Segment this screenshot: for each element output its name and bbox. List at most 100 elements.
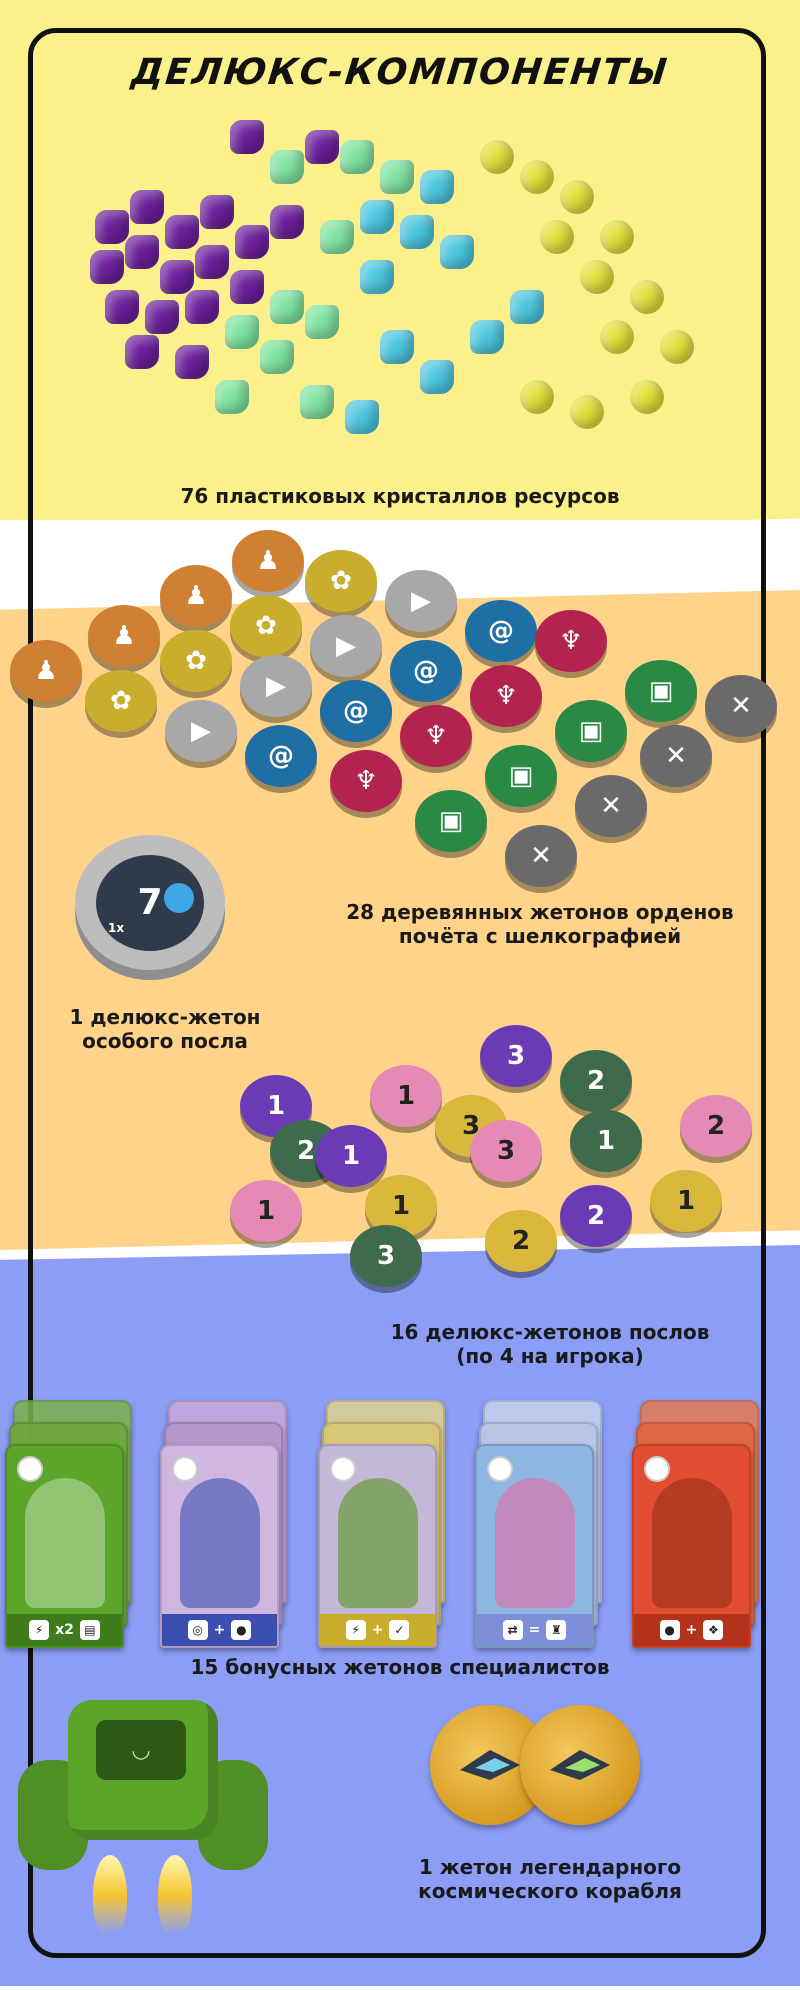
robot-illustration: ◡ (18, 1690, 268, 1990)
order-tokens-caption: 28 деревянных жетонов орденов почёта с ш… (330, 900, 750, 948)
specialist-card: ⚡ x2 ▤ (5, 1444, 124, 1648)
legendary-ship-token (520, 1705, 640, 1825)
green-crystal (300, 385, 334, 419)
spaceship-icon (460, 1750, 520, 1780)
special-ambassador-caption-line1: 1 делюкс-жетон (69, 1005, 261, 1029)
ambassador-token-green: 1 (570, 1110, 642, 1172)
planet-icon: ◎ (187, 1620, 208, 1640)
green-crystal (270, 290, 304, 324)
lightning-icon: ⚡ (29, 1620, 50, 1640)
order-token-orange: ♟ (10, 640, 82, 702)
specialist-card-bar: ◎ + ● (162, 1614, 277, 1646)
specialist-card-bar-text: + (685, 1622, 698, 1638)
legendary-ship-caption-line2: космического корабля (418, 1879, 682, 1903)
specialist-avatar (330, 1456, 356, 1482)
order-tokens-caption-line1: 28 деревянных жетонов орденов (346, 900, 734, 924)
blue-crystal-icon (164, 882, 194, 913)
specialist-card: ● + ❖ (632, 1444, 751, 1648)
ambassador-tokens-caption: 16 делюкс-жетонов послов (по 4 на игрока… (360, 1320, 740, 1368)
blue-crystal (345, 400, 379, 434)
order-token-red: ♆ (400, 705, 472, 767)
ambassador-token-pink: 1 (230, 1180, 302, 1242)
specialist-card-bar: ⇄ = ♜ (477, 1614, 592, 1646)
specialist-card-bar-text: + (371, 1622, 384, 1638)
yellow-crystal (520, 380, 554, 414)
order-token-red: ♆ (535, 610, 607, 672)
purple-crystal (165, 215, 199, 249)
purple-crystal (195, 245, 229, 279)
ambassador-token-purple: 3 (480, 1025, 552, 1087)
outer-frame (28, 28, 766, 1958)
specialist-card-bar: ⚡ x2 ▤ (7, 1614, 122, 1646)
blue-crystal (360, 260, 394, 294)
yellow-crystal (560, 180, 594, 214)
ambassador-token-pink: 2 (680, 1095, 752, 1157)
specialist-alien-art (495, 1478, 575, 1608)
order-token-darkgray: ✕ (575, 775, 647, 837)
order-token-darkgray: ✕ (640, 725, 712, 787)
blue-crystal (380, 330, 414, 364)
yellow-crystal (630, 380, 664, 414)
check-icon: ✓ (389, 1620, 410, 1640)
ambassador-token-yellow: 1 (650, 1170, 722, 1232)
purple-crystal (230, 120, 264, 154)
purple-crystal (125, 235, 159, 269)
yellow-crystal (580, 260, 614, 294)
purple-crystal (145, 300, 179, 334)
special-ambassador-token-face: 1x 7 (96, 854, 204, 951)
jet-flame (158, 1855, 192, 1935)
green-crystal (340, 140, 374, 174)
blue-crystal (440, 235, 474, 269)
ambassador-tokens-image: 3 2 1 1 3 2 1 2 1 3 1 1 1 2 2 3 (230, 1025, 752, 1287)
specialist-robot-art (25, 1478, 105, 1608)
ambassador-token-purple: 2 (560, 1185, 632, 1247)
ambassador-token-green: 3 (350, 1225, 422, 1287)
card-icon: ▤ (79, 1620, 100, 1640)
green-crystal (305, 305, 339, 339)
order-tokens-image: ♟ ♟ ♟ ♟ ✿ ✿ ✿ ✿ ▶ ▶ ▶ ▶ @ @ @ @ ♆ ♆ ♆ ♆ … (0, 0, 800, 900)
order-token-gray: ▶ (385, 570, 457, 632)
lightning-icon: ⚡ (345, 1620, 366, 1640)
order-token-blue: @ (465, 600, 537, 662)
ambassador-token-purple: 1 (315, 1125, 387, 1187)
specialist-card: ⇄ = ♜ (475, 1444, 594, 1648)
specialist-card-stack-purple: ◎ + ● (160, 1400, 287, 1648)
ambassador-tokens-caption-line1: 16 делюкс-жетонов послов (390, 1320, 710, 1344)
order-token-blue: @ (320, 680, 392, 742)
specialist-alien-art (180, 1478, 260, 1608)
purple-crystal (200, 195, 234, 229)
ambassador-token-pink: 1 (370, 1065, 442, 1127)
resource-icon: ● (659, 1620, 680, 1640)
order-token-green: ▣ (485, 745, 557, 807)
blue-crystal (400, 215, 434, 249)
specialist-card-stack-yellow: ⚡ + ✓ (318, 1400, 445, 1648)
yellow-section-background (0, 0, 800, 540)
specialist-card: ⚡ + ✓ (318, 1444, 437, 1648)
yellow-crystal (630, 280, 664, 314)
yellow-crystal (480, 140, 514, 174)
specialist-card-stack-blue: ⇄ = ♜ (475, 1400, 602, 1648)
order-token-green: ▣ (555, 700, 627, 762)
specialist-frog-art (338, 1478, 418, 1608)
green-crystal (320, 220, 354, 254)
order-token-gray: ▶ (165, 700, 237, 762)
order-tokens-caption-line2: почёта с шелкографией (398, 924, 682, 948)
specialist-card-bar: ● + ❖ (634, 1614, 749, 1646)
ambassador-token-pink: 3 (470, 1120, 542, 1182)
green-crystal (380, 160, 414, 194)
specialist-tokens-caption: 15 бонусных жетонов специалистов (0, 1655, 800, 1679)
order-token-gold: ✿ (230, 595, 302, 657)
purple-crystal (130, 190, 164, 224)
blue-crystal (420, 170, 454, 204)
blue-resource-icon: ● (231, 1620, 252, 1640)
green-crystal (225, 315, 259, 349)
yellow-crystal (600, 220, 634, 254)
order-token-darkgray: ✕ (705, 675, 777, 737)
special-ambassador-caption: 1 делюкс-жетон особого посла (55, 1005, 275, 1053)
yellow-crystal (570, 395, 604, 429)
specialist-alien-art (652, 1478, 732, 1608)
order-token-blue: @ (390, 640, 462, 702)
order-token-orange: ♟ (88, 605, 160, 667)
robot-face: ◡ (96, 1720, 186, 1780)
order-token-gray: ▶ (310, 615, 382, 677)
